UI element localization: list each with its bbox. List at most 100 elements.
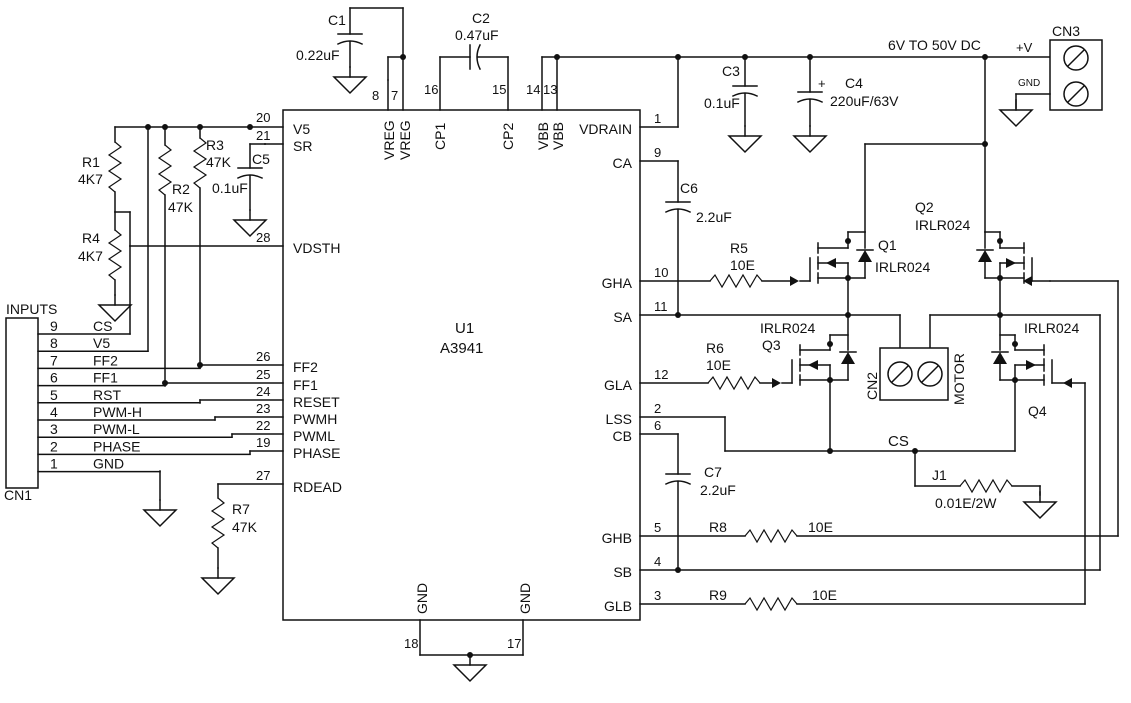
r5-resistor-group: R5 10E	[709, 240, 799, 289]
q4-ref: Q4	[1028, 403, 1047, 419]
pin-pwml: PWML	[293, 428, 335, 444]
supply-label: 6V TO 50V DC	[888, 37, 981, 53]
cn1-pin-number: 1	[50, 456, 58, 472]
pinnum-9: 9	[654, 145, 661, 160]
r2-resistor	[157, 144, 173, 196]
c1-capacitor-group: C1 0.22uF	[296, 7, 406, 94]
pinnum-12: 12	[654, 367, 668, 382]
cn1-pin-label: RST	[93, 387, 121, 403]
u1-a3941-chip: U1 A3941 V5 SR VDSTH FF2 FF1 RESET PWMH …	[282, 109, 641, 621]
sense-wiring: CS J1 0.01E/2W	[724, 416, 1057, 519]
r7-value: 47K	[232, 519, 258, 535]
r8-value: 10E	[808, 519, 833, 535]
pin-vdrain: VDRAIN	[579, 121, 632, 137]
pinnum-4: 4	[654, 554, 661, 569]
r6-value: 10E	[706, 357, 731, 373]
pinnum-2: 2	[654, 401, 661, 416]
j1-value: 0.01E/2W	[935, 495, 997, 511]
pin-sr: SR	[293, 138, 312, 154]
pin-cp1: CP1	[432, 123, 448, 150]
pinnum-26: 26	[256, 349, 270, 364]
u1-ref: U1	[455, 320, 474, 337]
pin-pwmh: PWMH	[293, 411, 337, 427]
pinnum-20: 20	[256, 110, 270, 125]
cn3-pos: +V	[1016, 40, 1033, 55]
c7-value: 2.2uF	[700, 482, 736, 498]
pinnum-14: 14	[526, 82, 540, 97]
pinnum-22: 22	[256, 418, 270, 433]
cn2-ref: CN2	[864, 372, 880, 400]
r4-resistor	[107, 229, 123, 281]
pin-reset: RESET	[293, 394, 340, 410]
cn2-motor-connector: CN2 MOTOR	[864, 347, 967, 405]
r7-resistor	[210, 497, 226, 549]
pinnum-3: 3	[654, 588, 661, 603]
pinnum-10: 10	[654, 265, 668, 280]
c7-ref: C7	[704, 464, 722, 480]
pin-gnd-17: GND	[517, 583, 533, 614]
q2-part: IRLR024	[915, 217, 970, 233]
pin-ghb: GHB	[602, 530, 632, 546]
r8-ref: R8	[709, 519, 727, 535]
pinnum-18: 18	[404, 636, 418, 651]
c2-capacitor-group: C2 0.47uF	[439, 10, 509, 71]
pin-vbb-13: VBB	[550, 122, 566, 150]
r7-resistor-group: R7 47K	[201, 483, 258, 595]
pinnum-24: 24	[256, 384, 270, 399]
q3-part: IRLR024	[760, 320, 815, 336]
pin-vdsth: VDSTH	[293, 240, 340, 256]
pinnum-19: 19	[256, 435, 270, 450]
pinnum-23: 23	[256, 401, 270, 416]
supply-rail: 6V TO 50V DC C3 0.1uF + C4 220uF/63V	[541, 37, 1051, 153]
r5-resistor	[709, 273, 763, 289]
r6-resistor-group: R6 10E	[706, 340, 781, 391]
r6-ref: R6	[706, 340, 724, 356]
r4-value: 4K7	[78, 248, 103, 264]
r8-resistor	[744, 528, 798, 544]
r5-ref: R5	[730, 240, 748, 256]
cn1-pin-number: 5	[50, 387, 58, 403]
cn2-label: MOTOR	[951, 353, 967, 405]
pin-vbb-14: VBB	[535, 122, 551, 150]
pinnum-13: 13	[543, 82, 557, 97]
r3-ref: R3	[206, 137, 224, 153]
u1-part: A3941	[440, 340, 483, 357]
pinnum-27: 27	[256, 468, 270, 483]
c3-ref: C3	[722, 63, 740, 79]
cn1-title: INPUTS	[6, 301, 57, 317]
pinnum-25: 25	[256, 367, 270, 382]
pin-vreg-7: VREG	[397, 120, 413, 160]
bridge-a-wiring: C6 2.2uF	[664, 56, 988, 349]
pin-sa: SA	[613, 309, 632, 325]
r2-value: 47K	[168, 199, 194, 215]
cn3-ref: CN3	[1052, 23, 1080, 39]
r2-ref: R2	[172, 181, 190, 197]
pin-ca: CA	[613, 155, 633, 171]
v5-rail-and-pullups: R1 4K7 R4 4K7 R2 47K R3 47K C5 0.1uF	[78, 124, 270, 384]
cn1-pin-number: 4	[50, 404, 58, 420]
c4-polarity: +	[818, 76, 826, 91]
cn1-pin-label: FF2	[93, 352, 118, 368]
cn1-pin-number: 6	[50, 370, 58, 386]
pin-ff2: FF2	[293, 359, 318, 375]
q4-part: IRLR024	[1024, 320, 1079, 336]
cn1-ref: CN1	[4, 487, 32, 503]
cn1-pin-label: PWM-H	[93, 404, 142, 420]
pinnum-8: 8	[372, 88, 379, 103]
r7-ref: R7	[232, 501, 250, 517]
c1-ref: C1	[328, 12, 346, 28]
q1-ref: Q1	[878, 237, 897, 253]
r5-value: 10E	[730, 257, 755, 273]
cs-label: CS	[888, 433, 909, 450]
pin-glb: GLB	[604, 598, 632, 614]
r9-resistor	[744, 596, 798, 612]
c3-value: 0.1uF	[704, 95, 740, 111]
q4-mosfet: IRLR024 Q4	[991, 314, 1086, 452]
u1-right-pins: 1 9 10 11 12 2 6 5 4 3	[639, 111, 746, 605]
c2-value: 0.47uF	[455, 27, 499, 43]
q2-ref: Q2	[915, 199, 934, 215]
pinnum-7: 7	[391, 88, 398, 103]
